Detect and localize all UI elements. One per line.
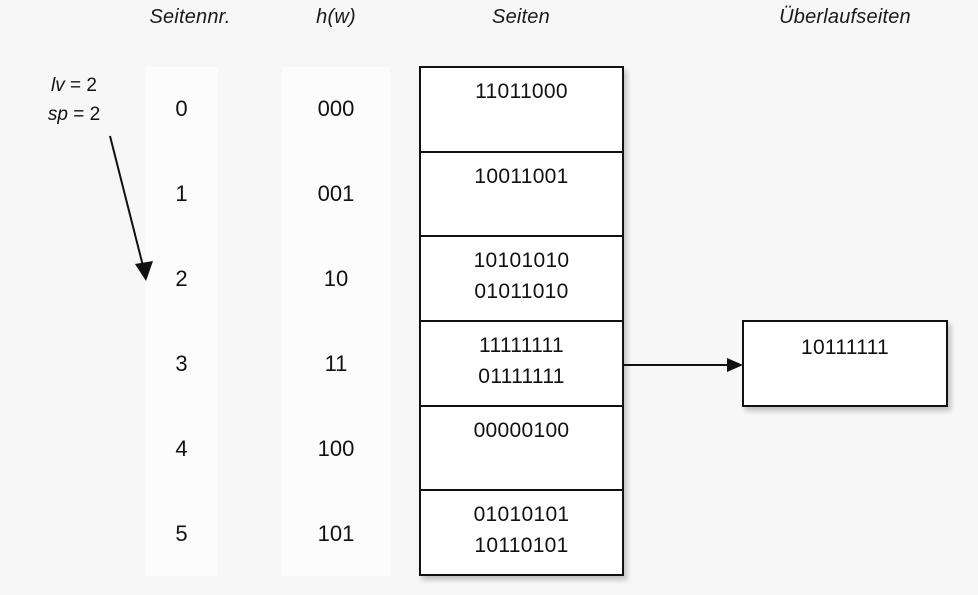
overflow-page-entry: 10111111 [800, 336, 890, 359]
page-entry: 10101010 [473, 249, 570, 273]
overflow-page-box: 10111111 [742, 320, 948, 407]
page-entry: 11111111 [479, 334, 564, 358]
page-entry: 01011010 [474, 280, 569, 304]
pages-table: 11011000 10011001 10101010 01011010 1111… [419, 66, 624, 576]
column-header-ueberlaufseiten: Überlaufseiten [779, 6, 911, 28]
page-entry: 10110101 [474, 534, 569, 558]
seitennr-column: 0 1 2 3 4 5 [145, 67, 218, 576]
page-entry: 11011000 [475, 80, 568, 103]
hash-value-cell: 000 [317, 96, 355, 122]
parameter-sp-value: 2 [89, 104, 101, 125]
seitennr-cell: 2 [175, 266, 188, 292]
parameter-lv-label: lv [51, 75, 65, 96]
parameter-lv-value: 2 [86, 75, 97, 96]
overflow-pointer-arrow-icon [623, 358, 743, 372]
hash-value-cell: 100 [317, 435, 355, 461]
seitennr-cell: 1 [175, 181, 188, 207]
seitennr-cell: 0 [175, 96, 188, 122]
seitennr-cell: 5 [175, 520, 188, 546]
page-bucket: 00000100 [421, 407, 622, 492]
parameter-lv-eq: = [64, 75, 87, 96]
page-entry: 00000100 [473, 418, 570, 442]
parameter-sp-label: sp [47, 104, 68, 125]
page-bucket: 11011000 [421, 68, 622, 153]
page-bucket: 11111111 01111111 [421, 322, 622, 407]
seitennr-cell: 3 [175, 350, 188, 376]
hash-value-cell: 11 [324, 350, 348, 376]
hash-value-cell: 10 [323, 266, 349, 292]
parameter-sp: sp = 2 [14, 100, 134, 129]
seitennr-cell: 4 [175, 435, 188, 461]
parameter-annotation: lv = 2 sp = 2 [14, 71, 134, 129]
hash-value-cell: 001 [317, 181, 355, 207]
hash-value-column: 000 001 10 11 100 101 [282, 67, 390, 576]
page-entry: 10011001 [474, 164, 569, 188]
page-bucket: 01010101 10110101 [421, 491, 622, 574]
column-header-hw: h(w) [316, 6, 356, 28]
parameter-sp-eq: = [67, 104, 90, 125]
column-header-seiten: Seiten [492, 6, 550, 28]
page-entry: 01010101 [473, 503, 570, 527]
parameter-lv: lv = 2 [14, 71, 134, 100]
page-bucket: 10011001 [421, 153, 622, 238]
hash-value-cell: 101 [317, 520, 355, 546]
page-entry: 01111111 [478, 365, 565, 389]
page-bucket: 10101010 01011010 [421, 237, 622, 323]
column-header-seitennr: Seitennr. [149, 6, 231, 28]
